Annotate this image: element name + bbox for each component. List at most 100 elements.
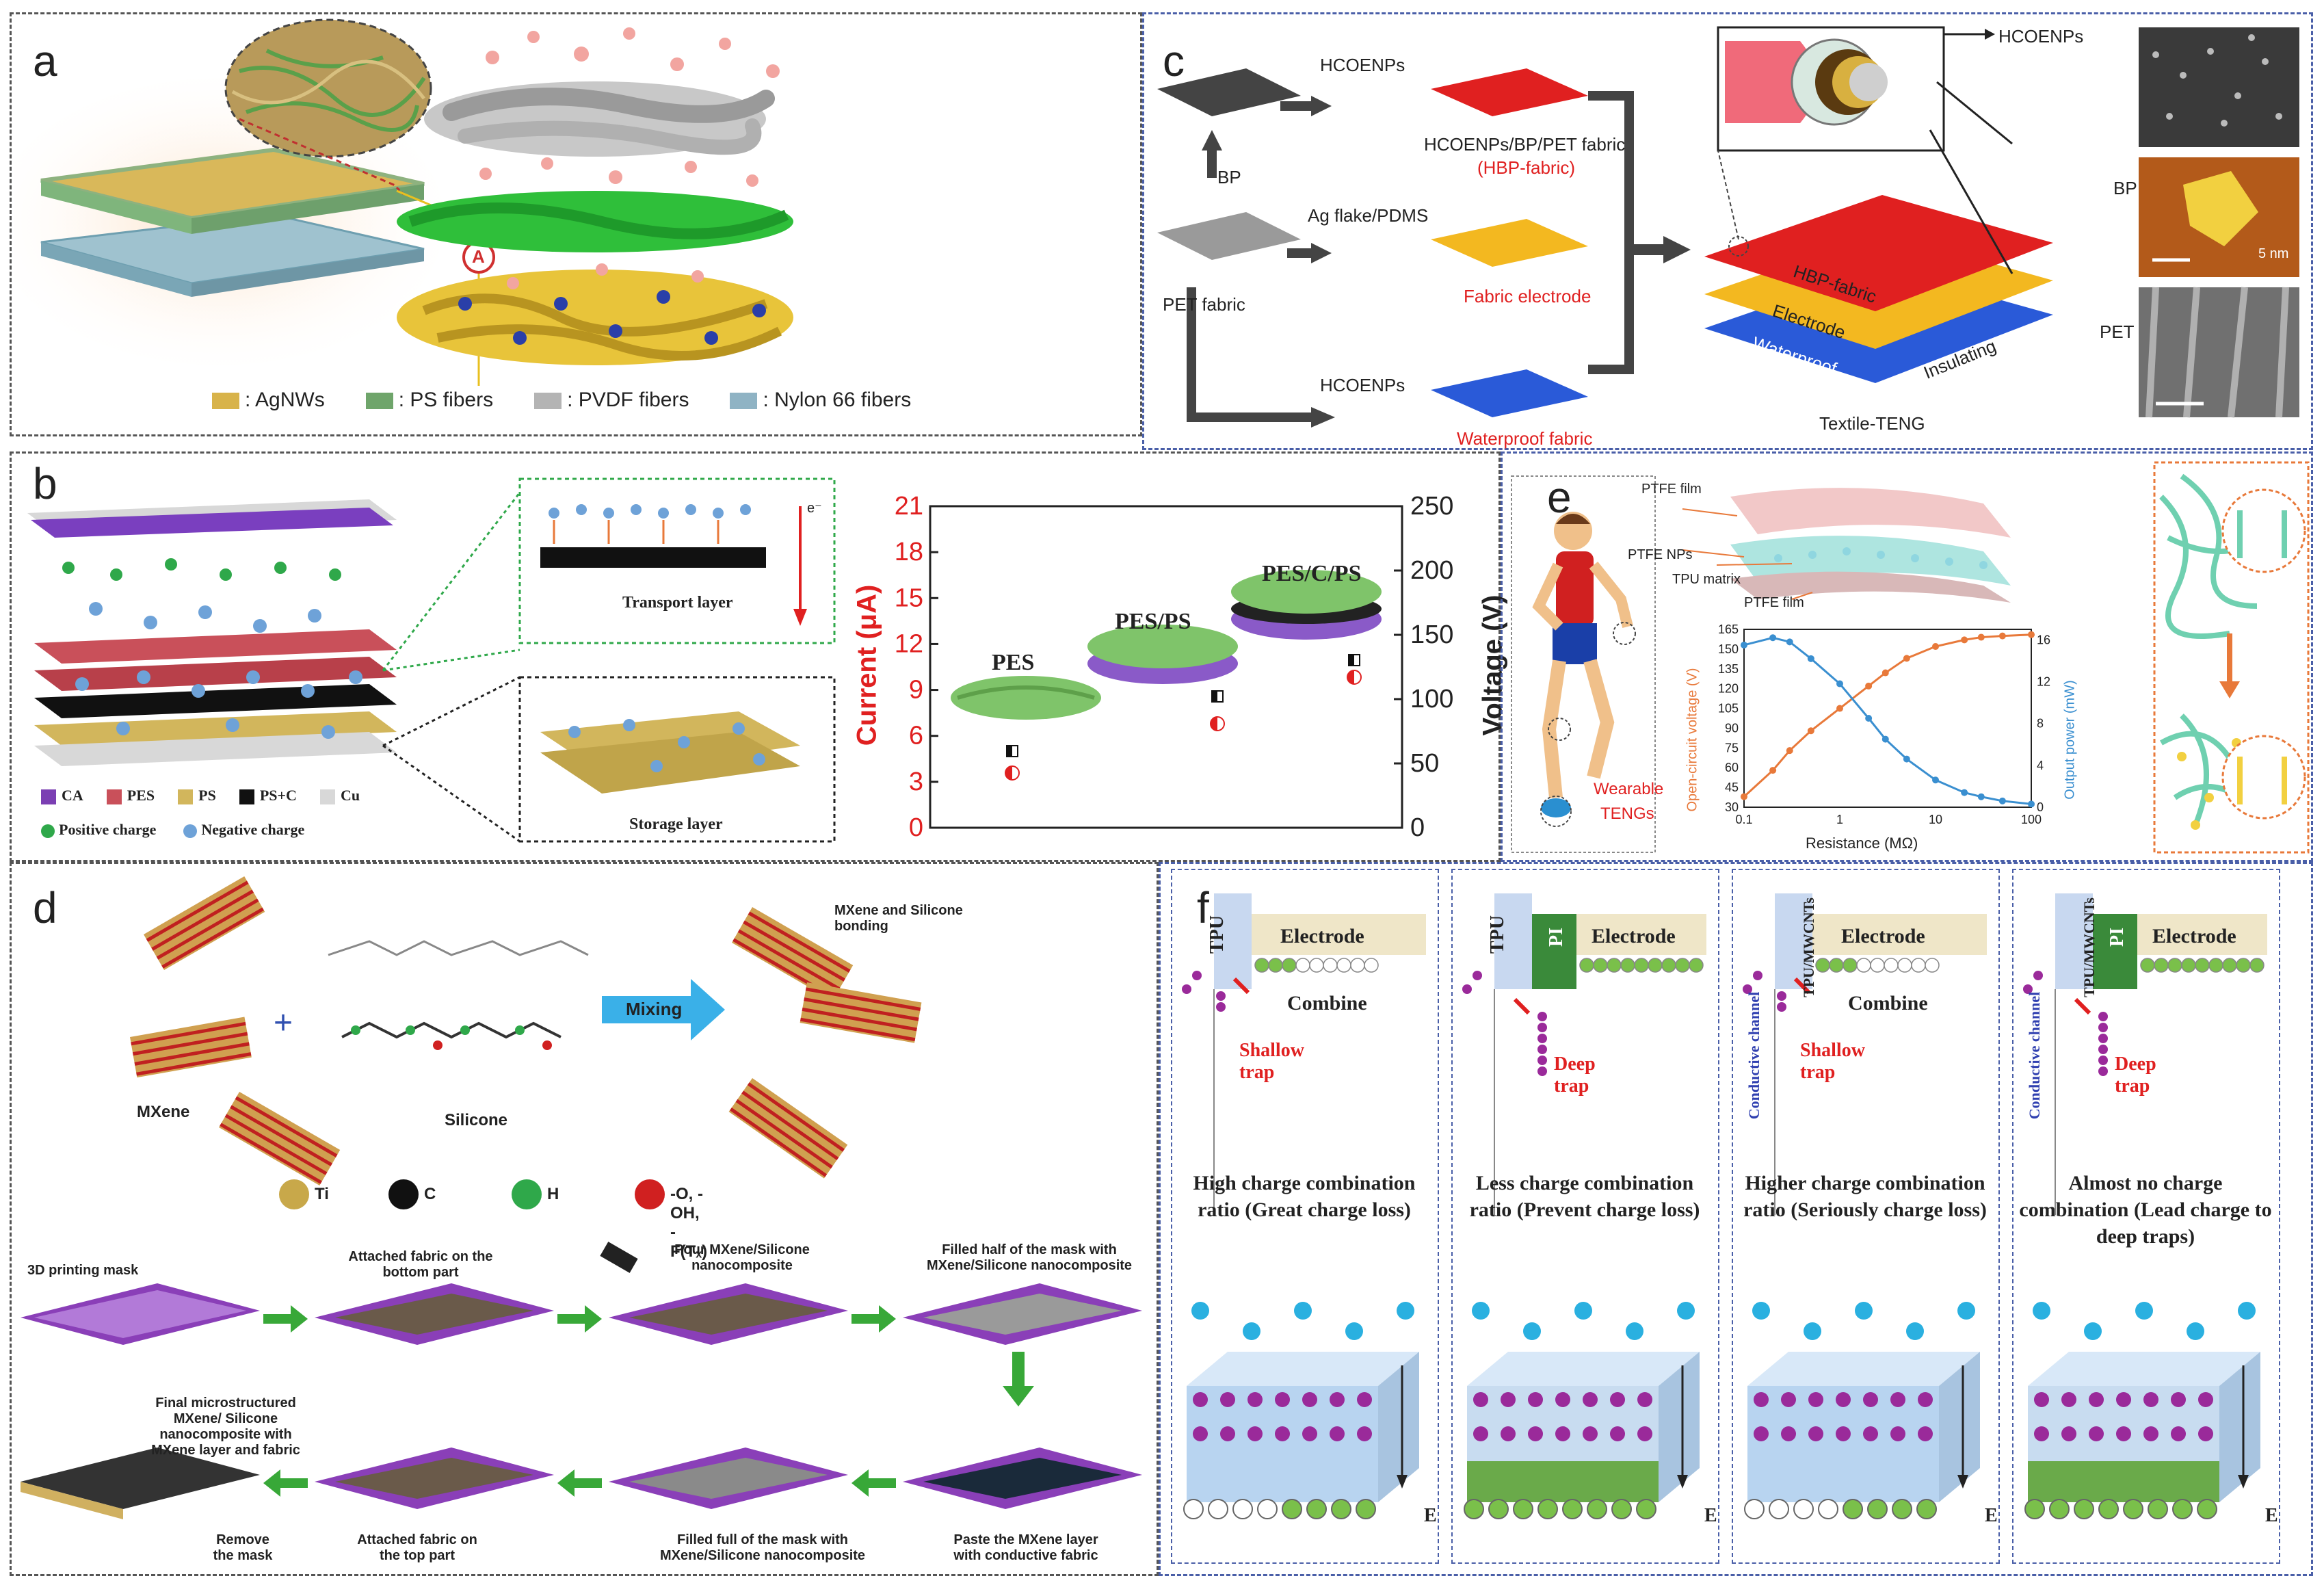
- chart-e-yl-tick: 150: [1718, 642, 1739, 656]
- panel-e-illustration: [1511, 461, 2310, 854]
- c-hcoenps-2: HCOENPs: [1320, 375, 1405, 395]
- chart-b-left-tick: 15: [895, 584, 923, 612]
- b-storage-label: Storage layer: [629, 815, 723, 833]
- legend-ca: CA: [41, 787, 83, 804]
- c-micro-bp: BP: [2113, 178, 2137, 198]
- chart-b-left-tick: 9: [909, 676, 923, 705]
- chart-e-power-point: [1769, 634, 1777, 642]
- chart-e-yl-tick: 60: [1725, 761, 1739, 774]
- f-col4-channel: Conductive channel: [2026, 991, 2044, 1120]
- chart-e-voltage-point: [1977, 633, 1985, 641]
- f-col1-caption: High charge combination ratio (Great cha…: [1193, 1172, 1416, 1221]
- c-scale: 5 nm: [2258, 246, 2289, 261]
- chart-e-x-tick: 100: [2021, 813, 2042, 826]
- e-ptfe-film-bottom: PTFE film: [1744, 595, 1804, 610]
- chart-e-voltage-point: [1865, 682, 1873, 690]
- chart-e-power-point: [1807, 655, 1814, 662]
- chart-e-x-tick: 10: [1929, 813, 1942, 826]
- f-col3-trap: Shallow trap: [1800, 1040, 1865, 1083]
- chart-e-frame: [1743, 629, 2032, 808]
- chart-e-voltage-point: [1998, 632, 2006, 640]
- c-waterproof-fabric: Waterproof fabric: [1457, 428, 1593, 449]
- chart-e-power-point: [1903, 755, 1910, 763]
- atom-ti: Ti: [315, 1185, 329, 1203]
- panel-b-illustration: [27, 477, 836, 843]
- chart-e-voltage-point: [1807, 727, 1814, 735]
- chart-b-cat-pescps: PES/C/PS: [1262, 561, 1362, 586]
- chart-e-power-point: [1881, 735, 1889, 743]
- f-col3-electrode: Electrode: [1841, 925, 1925, 947]
- panel-c-illustration: [1157, 26, 2299, 428]
- chart-e-yr-tick: 0: [2037, 800, 2044, 814]
- c-pet-fabric: PET fabric: [1163, 294, 1245, 315]
- chart-e-voltage-point: [1903, 655, 1910, 662]
- c-micro-hcoenps: HCOENPs: [1998, 26, 2084, 47]
- chart-e-power-point: [1998, 797, 2006, 804]
- legend-ps: PS: [178, 787, 216, 804]
- legend-negative: Negative charge: [183, 821, 304, 839]
- chart-b-left-tick: 21: [895, 492, 923, 521]
- d-step-3: Pour MXene/Silicone nanocomposite: [674, 1242, 810, 1273]
- chart-e-voltage-point: [1741, 793, 1747, 800]
- d-mxene: MXene: [137, 1103, 190, 1121]
- panel-d: [10, 862, 1159, 1576]
- f-col2-electrode: Electrode: [1592, 925, 1676, 947]
- f-col4-field: E: [2265, 1505, 2278, 1526]
- f-column-4: [2012, 869, 2280, 1564]
- panel-e: [1501, 451, 2313, 862]
- legend-cu: Cu: [319, 787, 360, 804]
- chart-b-right-tick: 200: [1410, 556, 1453, 585]
- f-col3-mid: Combine: [1848, 992, 1928, 1014]
- f-col2-field: E: [1704, 1505, 1717, 1526]
- chart-e-power-point: [1786, 638, 1793, 646]
- f-col1-field: E: [1424, 1505, 1437, 1526]
- f-col3-layer: TPU/MWCNTs: [1799, 898, 1817, 997]
- b-legend: CA PES PS PS+C Cu: [41, 787, 360, 804]
- c-hbp-short: (HBP-fabric): [1477, 157, 1576, 178]
- c-textile-teng: Textile-TENG: [1819, 413, 1925, 434]
- chart-e-yl-tick: 135: [1718, 662, 1739, 676]
- f-col3-field: E: [1985, 1505, 1998, 1526]
- chart-e-xlabel: Resistance (MΩ): [1806, 835, 1918, 852]
- legend-positive: Positive charge: [41, 821, 156, 839]
- chart-e-ylabel-right: Output power (mW): [2062, 680, 2078, 800]
- f-col1-electrode: Electrode: [1280, 925, 1364, 947]
- chart-e-yr-tick: 8: [2037, 717, 2044, 731]
- d-step-6: Filled full of the mask with MXene/Silic…: [659, 1532, 866, 1563]
- f-col4-electrode: Electrode: [2152, 925, 2236, 947]
- legend-psc: PS+C: [239, 787, 297, 804]
- d-step-1: 3D printing mask: [27, 1263, 139, 1278]
- d-mixing: Mixing: [626, 999, 683, 1019]
- chart-b-right-tick: 100: [1410, 685, 1453, 713]
- panel-c: [1142, 12, 2313, 450]
- chart-e-yl-tick: 75: [1725, 741, 1739, 755]
- chart-b-cluster-pes: [951, 676, 1101, 720]
- f-column-3-diagram: [1743, 893, 1987, 1519]
- chart-e-power-point: [1932, 776, 1939, 784]
- e-tengs: TENGs: [1600, 804, 1654, 823]
- chart-b-right-tick: 150: [1410, 620, 1453, 649]
- chart-b-frame: [929, 505, 1403, 829]
- f-column-2-diagram: [1462, 893, 1706, 1519]
- f-col4-layer2: PI: [2107, 928, 2128, 947]
- panel-a-label: a: [33, 36, 57, 86]
- chart-e-power-point: [1741, 641, 1747, 649]
- f-column-1-diagram: [1182, 893, 1426, 1519]
- chart-b-cat-pes: PES: [992, 650, 1035, 675]
- d-step-4: Filled half of the mask with MXene/Silic…: [926, 1242, 1133, 1273]
- b-electron-label: e⁻: [807, 501, 822, 516]
- chart-e-voltage-point: [2028, 631, 2035, 638]
- chart-b-left-tick: 0: [909, 813, 923, 842]
- atom-h: H: [547, 1185, 559, 1203]
- chart-e-yl-tick: 120: [1718, 682, 1739, 696]
- chart-e-yl-tick: 165: [1718, 623, 1739, 636]
- chart-b-cluster-pesps: [1087, 625, 1238, 684]
- c-hcoenps-1: HCOENPs: [1320, 55, 1405, 75]
- chart-e-yl-tick: 90: [1725, 721, 1739, 735]
- chart-e-yl-tick: 45: [1725, 781, 1739, 794]
- panel-c-label: c: [1163, 36, 1185, 86]
- b-transport-label: Transport layer: [622, 594, 733, 612]
- chart-e-power-line: [1743, 636, 2032, 805]
- chart-e-ylabel-left: Open-circuit voltage (V): [1685, 668, 1700, 812]
